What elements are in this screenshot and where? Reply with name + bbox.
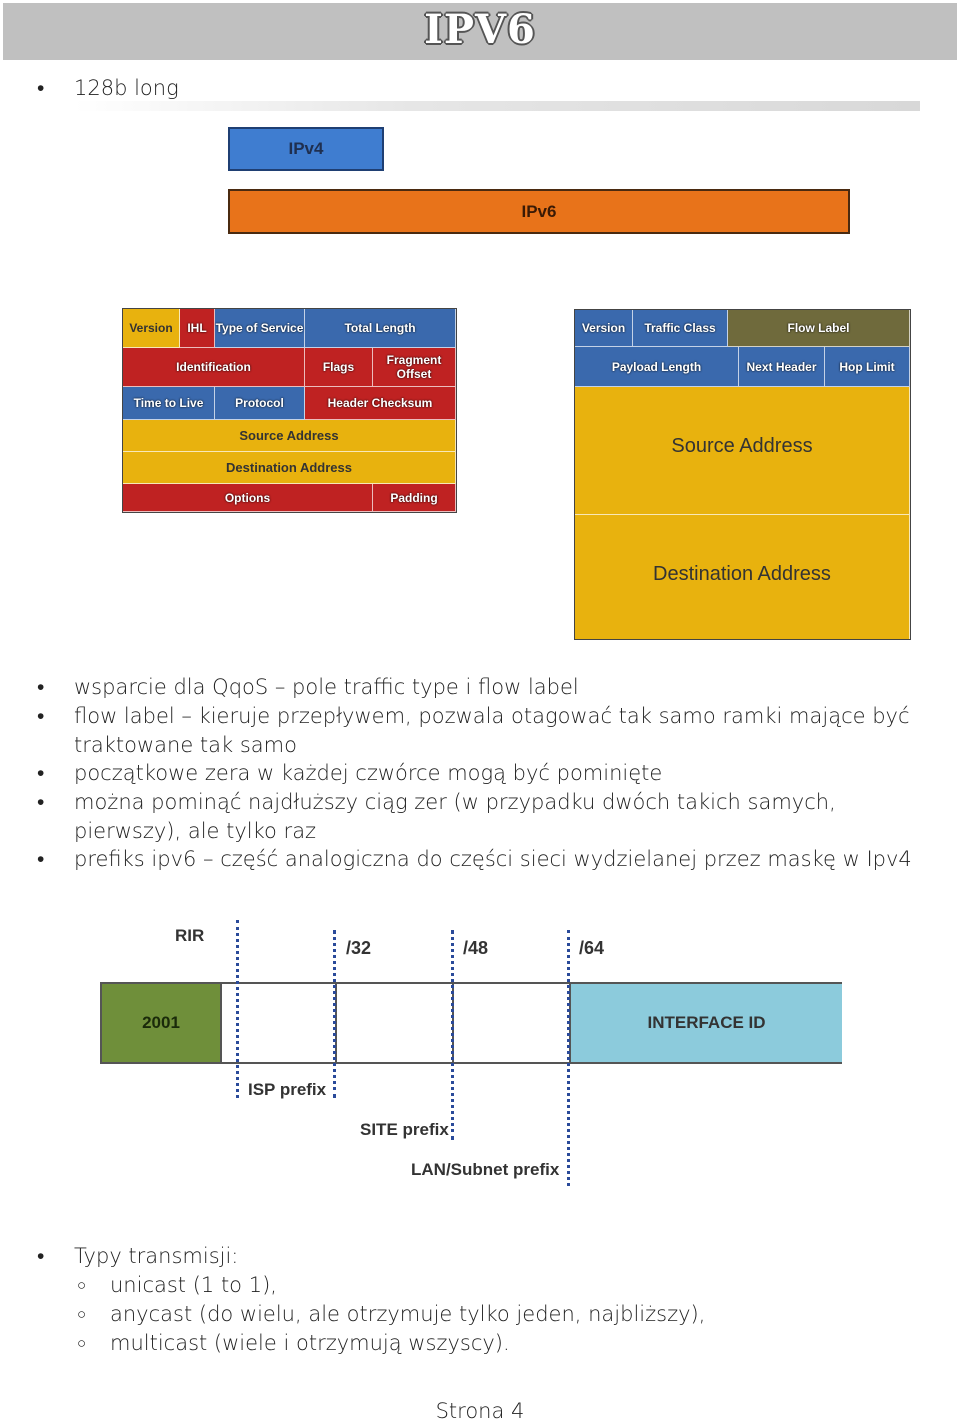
ipv4-tos-field: Type of Service	[215, 309, 305, 348]
ipv6-header-diagram: Version Traffic Class Flow Label Payload…	[574, 309, 911, 640]
bullet-text: można pominąć najdłuższy ciąg zer (w prz…	[74, 790, 836, 843]
bullet-dot: •	[37, 761, 45, 785]
ipv6-version-field: Version	[575, 310, 633, 347]
divider-32	[335, 984, 337, 1062]
ipv6-size-bar: IPv6	[228, 189, 850, 234]
rir-2001-block: 2001	[102, 984, 222, 1062]
sub-bullet-text: anycast (do wielu, ale otrzymuje tylko j…	[110, 1302, 706, 1326]
isp-prefix-label: ISP prefix	[248, 1080, 327, 1099]
sub-bullet-circle: ○	[77, 1276, 87, 1294]
bullet-dot: •	[37, 675, 45, 699]
bullet-text: flow label – kieruje przepływem, pozwala…	[74, 704, 910, 757]
ipv4-destination-address-field: Destination Address	[123, 452, 456, 484]
rir-2001-text: 2001	[142, 1013, 180, 1032]
ipv6-hop-limit-field: Hop Limit	[825, 347, 910, 387]
prefix-64-label: /64	[579, 938, 605, 958]
bullet-item: • flow label – kieruje przepływem, pozwa…	[37, 702, 924, 760]
title-bar	[3, 3, 957, 60]
lan-boundary-line	[567, 930, 570, 1186]
lan-prefix-label: LAN/Subnet prefix	[411, 1160, 560, 1179]
ipv4-ihl-field: IHL	[180, 309, 215, 348]
bullet-item: • 128b long	[37, 74, 179, 103]
ipv4-source-address-field: Source Address	[123, 420, 456, 452]
bullet-dot: •	[37, 704, 45, 728]
interface-id-block: INTERFACE ID	[569, 984, 842, 1062]
interface-id-text: INTERFACE ID	[647, 1013, 766, 1032]
sub-bullet-circle: ○	[77, 1334, 87, 1352]
ipv4-protocol-field: Protocol	[215, 387, 305, 420]
isp-boundary-line	[333, 930, 336, 1098]
ipv4-flags-field: Flags	[305, 348, 373, 387]
ipv4-padding-field: Padding	[373, 484, 456, 512]
ipv4-size-bar: IPv4	[228, 127, 384, 171]
ipv4-options-field: Options	[123, 484, 373, 512]
bullet-text: wsparcie dla QqoS – pole traffic type i …	[74, 675, 579, 699]
bullet-dot: •	[37, 790, 45, 814]
bullet-dot: •	[37, 847, 45, 871]
ipv4-identification-field: Identification	[123, 348, 305, 387]
sub-bullet-item: ○ multicast (wiele i otrzymują wszyscy).	[77, 1329, 510, 1358]
page-number: Strona 4	[435, 1399, 525, 1423]
sub-bullet-text: unicast (1 to 1),	[110, 1273, 277, 1297]
sub-bullet-circle: ○	[77, 1305, 87, 1323]
bullet-text: prefiks ipv6 – część analogiczna do częś…	[74, 847, 912, 871]
ipv4-fragment-offset-field: Fragment Offset	[373, 348, 456, 387]
ipv6-flow-label-field: Flow Label	[728, 310, 910, 347]
bullet-item: • Typy transmisji:	[37, 1242, 239, 1271]
bullet-text: Typy transmisji:	[74, 1244, 239, 1268]
site-prefix-label: SITE prefix	[360, 1120, 449, 1139]
ipv6-traffic-class-field: Traffic Class	[633, 310, 728, 347]
address-bar: 2001 INTERFACE ID	[100, 982, 842, 1064]
ipv6-size-label: IPv6	[521, 201, 557, 221]
ipv4-total-length-field: Total Length	[305, 309, 456, 348]
ipv4-checksum-field: Header Checksum	[305, 387, 456, 420]
decorative-rule	[74, 101, 920, 111]
bullet-dot: •	[37, 1244, 45, 1268]
ipv6-next-header-field: Next Header	[739, 347, 825, 387]
bullet-item: • początkowe zera w każdej czwórce mogą …	[37, 759, 944, 788]
bullet-item: • wsparcie dla QqoS – pole traffic type …	[37, 673, 944, 702]
bullet-text: 128b long	[74, 76, 179, 100]
ipv6-prefix-diagram: RIR /32 /48 /64 2001 INTERFACE ID ISP pr…	[0, 900, 960, 1200]
prefix-48-label: /48	[463, 938, 489, 958]
sub-bullet-text: multicast (wiele i otrzymują wszyscy).	[110, 1331, 510, 1355]
site-boundary-line	[451, 930, 454, 1140]
ipv6-payload-length-field: Payload Length	[575, 347, 739, 387]
sub-bullet-item: ○ anycast (do wielu, ale otrzymuje tylko…	[77, 1300, 706, 1329]
bullet-item: • prefiks ipv6 – część analogiczna do cz…	[37, 845, 944, 874]
prefix-32-label: /32	[346, 938, 372, 958]
ipv6-source-address-field: Source Address	[575, 387, 910, 515]
rir-label: RIR	[175, 926, 205, 945]
bullet-dot: •	[37, 76, 45, 100]
ipv6-destination-address-field: Destination Address	[575, 515, 910, 639]
sub-bullet-item: ○ unicast (1 to 1),	[77, 1271, 277, 1300]
ipv4-size-label: IPv4	[288, 139, 324, 158]
ipv4-ttl-field: Time to Live	[123, 387, 215, 420]
page-title: IPV6	[424, 6, 536, 53]
rir-boundary-line	[236, 920, 239, 1098]
bullet-item: • można pominąć najdłuższy ciąg zer (w p…	[37, 788, 944, 846]
bullet-text: początkowe zera w każdej czwórce mogą by…	[74, 761, 663, 785]
ipv4-version-field: Version	[123, 309, 180, 348]
ipv4-header-diagram: Version IHL Type of Service Total Length…	[122, 308, 457, 513]
